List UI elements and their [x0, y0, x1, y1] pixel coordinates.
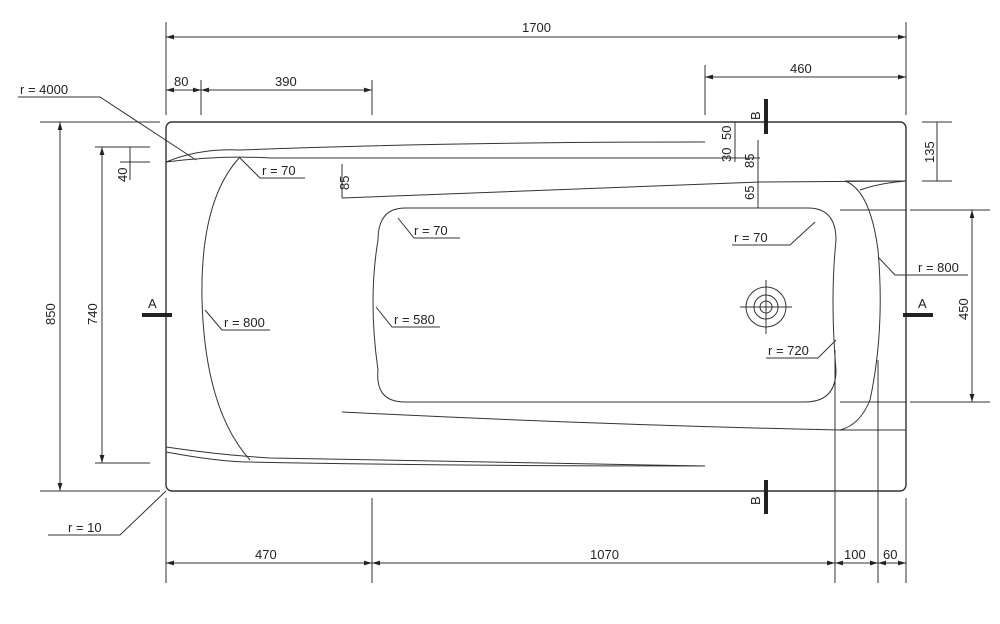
section-b-bottom: B [748, 496, 763, 505]
drain-icon [740, 280, 792, 334]
radius-720: r = 720 [768, 343, 809, 358]
section-a-left: A [148, 296, 157, 311]
radius-70-left: r = 70 [262, 163, 296, 178]
dim-850: 850 [43, 303, 58, 325]
tub-outline [165, 121, 907, 492]
dim-1070: 1070 [590, 547, 619, 562]
dim-1700: 1700 [522, 20, 551, 35]
radius-10: r = 10 [68, 520, 102, 535]
dim-40: 40 [115, 168, 130, 182]
dim-85-right: 85 [742, 154, 757, 168]
dimension-lines [57, 34, 975, 566]
radius-800-right: r = 800 [918, 260, 959, 275]
extension-lines [40, 22, 990, 583]
dim-50: 50 [719, 126, 734, 140]
radius-70-basin-right: r = 70 [734, 230, 768, 245]
radius-4000: r = 4000 [20, 82, 68, 97]
dim-100: 100 [844, 547, 866, 562]
dim-65: 65 [742, 186, 757, 200]
radius-70-basin-left: r = 70 [414, 223, 448, 238]
dim-450: 450 [956, 298, 971, 320]
dim-740: 740 [85, 303, 100, 325]
dim-135: 135 [922, 141, 937, 163]
section-markers [142, 99, 933, 514]
basin-outline [372, 207, 837, 403]
radius-leaders [18, 96, 968, 536]
dim-80: 80 [174, 74, 188, 89]
radius-580: r = 580 [394, 312, 435, 327]
radius-800-left: r = 800 [224, 315, 265, 330]
dim-60: 60 [883, 547, 897, 562]
deck-lines [165, 141, 907, 467]
dim-30: 30 [719, 148, 734, 162]
section-a-right: A [918, 296, 927, 311]
dim-85-left: 85 [337, 176, 352, 190]
dim-470: 470 [255, 547, 277, 562]
dim-460: 460 [790, 61, 812, 76]
dim-390: 390 [275, 74, 297, 89]
section-b-top: B [748, 111, 763, 120]
